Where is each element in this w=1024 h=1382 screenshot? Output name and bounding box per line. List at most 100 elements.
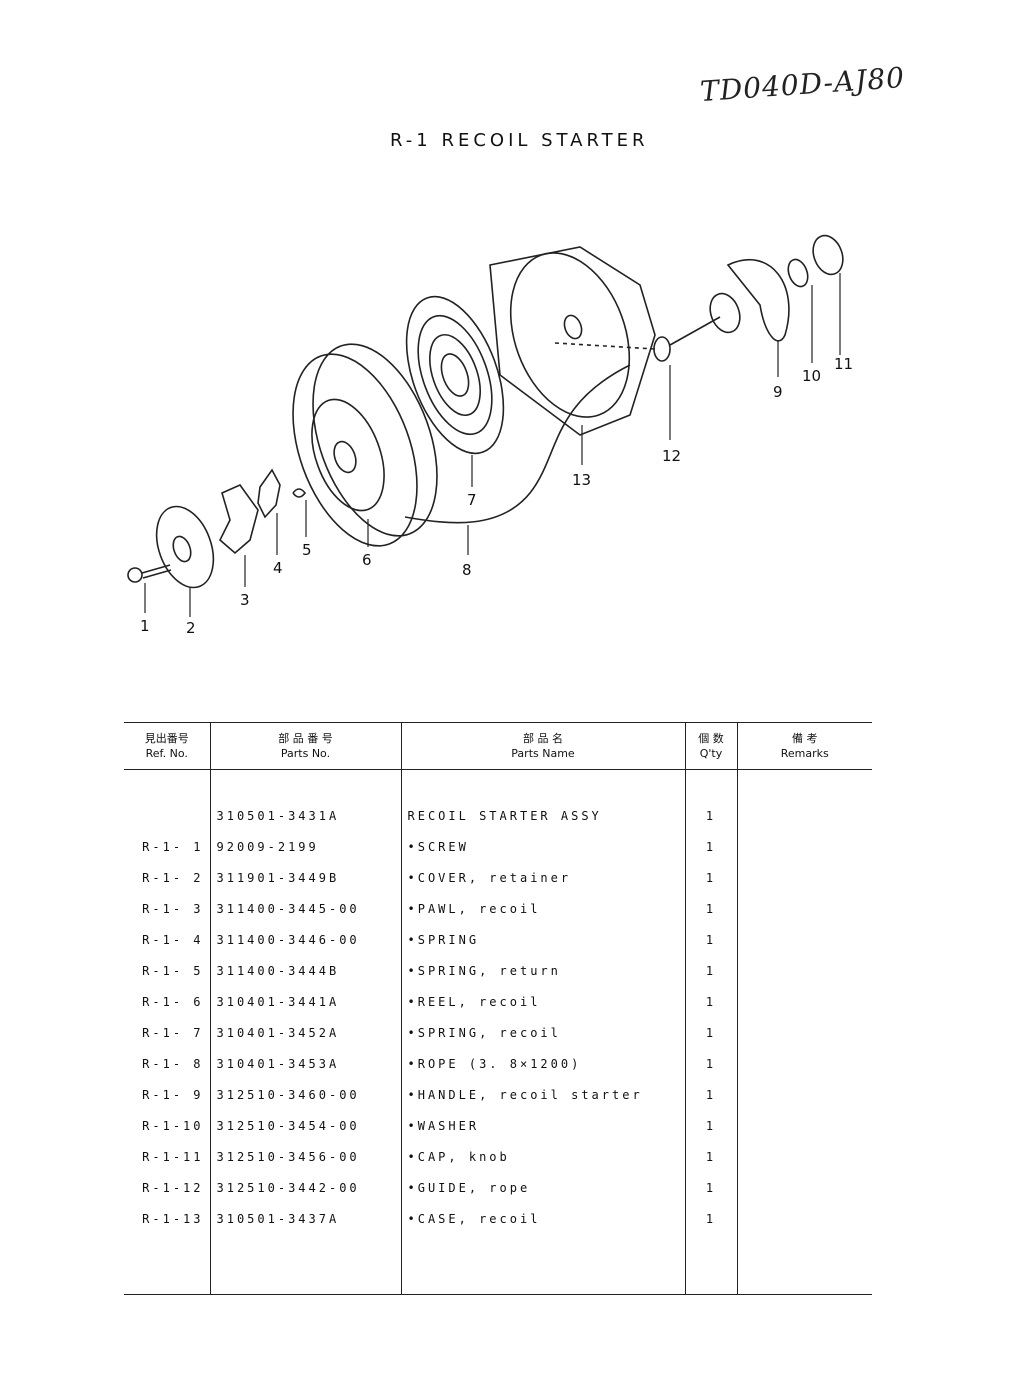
- qty-cell: 1: [685, 1141, 738, 1172]
- header-part-en: Parts No.: [280, 747, 331, 760]
- part-no-cell: 310501-3437A: [210, 1203, 402, 1234]
- parts-table: 見出番号 Ref. No. 部 品 番 号 Parts No. 部 品 名 Pa…: [124, 722, 872, 1295]
- header-remarks: 備 考 Remarks: [737, 722, 872, 770]
- remarks-cell: [737, 924, 872, 955]
- part-no-cell: 311400-3444B: [210, 955, 402, 986]
- header-part-jp: 部 品 番 号: [278, 732, 333, 745]
- header-name-jp: 部 品 名: [523, 732, 563, 745]
- remarks-cell: [737, 1017, 872, 1048]
- header-qty-jp: 個 数: [698, 732, 724, 745]
- callout-5: 5: [302, 541, 312, 559]
- header-qty-en: Q'ty: [699, 747, 723, 760]
- ref-cell: R-1- 3: [124, 893, 211, 924]
- spacer-row: [124, 769, 872, 800]
- blank-row: [124, 1234, 872, 1295]
- part-no-cell: 312510-3442-00: [210, 1172, 402, 1203]
- ref-cell: R-1- 2: [124, 862, 211, 893]
- ref-cell: R-1-12: [124, 1172, 211, 1203]
- header-ref-no: 見出番号 Ref. No.: [124, 722, 211, 770]
- exploded-diagram: 1 2 3 4 5 6 7 8 9 10 11 12 13: [127, 234, 853, 637]
- callout-1: 1: [140, 617, 150, 635]
- qty-cell: 1: [685, 1079, 738, 1110]
- rope-part: [404, 364, 631, 524]
- header-parts-no: 部 品 番 号 Parts No.: [210, 722, 402, 770]
- remarks-cell: [737, 862, 872, 893]
- return-spring-part: [292, 488, 307, 498]
- ref-cell: [124, 800, 211, 831]
- remarks-cell: [737, 1203, 872, 1234]
- part-name-cell: •ROPE (3. 8×1200): [401, 1048, 686, 1079]
- part-name-cell: •SPRING: [401, 924, 686, 955]
- part-no-cell: 310401-3453A: [210, 1048, 402, 1079]
- callout-8: 8: [462, 561, 472, 579]
- callout-6: 6: [362, 551, 372, 569]
- table-header-row: 見出番号 Ref. No. 部 品 番 号 Parts No. 部 品 名 Pa…: [124, 722, 872, 770]
- ref-cell: R-1- 7: [124, 1017, 211, 1048]
- qty-cell: 1: [685, 831, 738, 862]
- callout-3: 3: [240, 591, 250, 609]
- qty-cell: 1: [685, 1172, 738, 1203]
- handwritten-model-note: TD040D-AJ80: [699, 60, 906, 109]
- handle-part: [669, 259, 790, 346]
- screw-part: [127, 564, 172, 583]
- remarks-cell: [737, 800, 872, 831]
- remarks-cell: [737, 1172, 872, 1203]
- qty-cell: 1: [685, 924, 738, 955]
- qty-cell: 1: [685, 986, 738, 1017]
- part-no-cell: 311400-3445-00: [210, 893, 402, 924]
- ref-cell: R-1- 6: [124, 986, 211, 1017]
- part-name-cell: •WASHER: [401, 1110, 686, 1141]
- qty-cell: 1: [685, 1110, 738, 1141]
- remarks-cell: [737, 1079, 872, 1110]
- ref-cell: R-1- 9: [124, 1079, 211, 1110]
- ref-cell: R-1- 4: [124, 924, 211, 955]
- part-name-cell: •COVER, retainer: [401, 862, 686, 893]
- part-no-cell: 310501-3431A: [210, 800, 402, 831]
- page-title: R-1 RECOIL STARTER: [390, 130, 649, 151]
- rope-guide-part: [653, 336, 671, 362]
- header-ref-jp: 見出番号: [144, 732, 189, 745]
- header-ref-en: Ref. No.: [145, 747, 188, 760]
- qty-cell: 1: [685, 862, 738, 893]
- remarks-cell: [737, 1110, 872, 1141]
- remarks-cell: [737, 831, 872, 862]
- ref-cell: R-1-10: [124, 1110, 211, 1141]
- part-no-cell: 312510-3456-00: [210, 1141, 402, 1172]
- pawl-part: [219, 484, 259, 555]
- part-name-cell: •REEL, recoil: [401, 986, 686, 1017]
- part-name-cell: •SCREW: [401, 831, 686, 862]
- qty-cell: 1: [685, 1017, 738, 1048]
- cap-knob-part: [812, 234, 844, 276]
- part-name-cell: •CASE, recoil: [401, 1203, 686, 1234]
- callout-12: 12: [662, 447, 681, 465]
- qty-cell: 1: [685, 893, 738, 924]
- case-part: [489, 246, 656, 436]
- part-no-cell: 312510-3454-00: [210, 1110, 402, 1141]
- header-parts-name: 部 品 名 Parts Name: [401, 722, 686, 770]
- remarks-cell: [737, 893, 872, 924]
- part-name-cell: RECOIL STARTER ASSY: [401, 800, 686, 831]
- qty-cell: 1: [685, 1048, 738, 1079]
- remarks-cell: [737, 1141, 872, 1172]
- part-no-cell: 92009-2199: [210, 831, 402, 862]
- washer-part: [787, 258, 809, 288]
- ref-cell: R-1-11: [124, 1141, 211, 1172]
- header-name-en: Parts Name: [511, 747, 575, 760]
- recoil-spring-part: [405, 295, 505, 455]
- callout-9: 9: [773, 383, 783, 401]
- ref-cell: R-1-13: [124, 1203, 211, 1234]
- remarks-cell: [737, 986, 872, 1017]
- callout-13: 13: [572, 471, 591, 489]
